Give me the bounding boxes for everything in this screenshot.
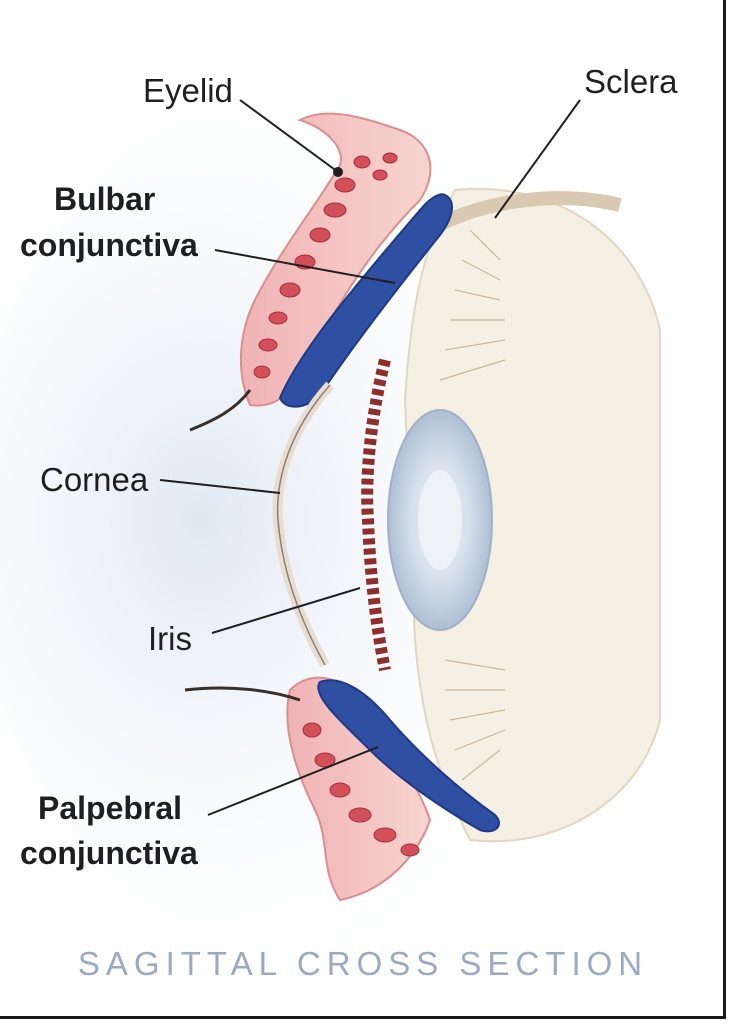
upper-meibomian-glands xyxy=(253,152,398,379)
iris-shape xyxy=(361,358,391,672)
leader-lines xyxy=(159,99,581,816)
palpebral-conjunctiva-label-line1: Palpebral xyxy=(38,790,183,826)
palpebral-conjunctiva-leader xyxy=(207,746,379,816)
upper-eyelash xyxy=(189,389,252,432)
palpebral-conjunctiva-label-line2: conjunctiva xyxy=(20,835,198,871)
sclera-shape xyxy=(403,187,661,843)
upper-conjunctiva-band xyxy=(278,193,453,408)
lower-conjunctiva-band xyxy=(317,679,500,833)
cornea-label: Cornea xyxy=(40,461,149,498)
bulbar-conjunctiva-label-line1: Bulbar xyxy=(54,181,156,217)
cornea-leader xyxy=(159,479,281,494)
lower-meibomian-glands xyxy=(302,722,420,857)
lower-eyelash xyxy=(184,686,301,702)
eyelid-label: Eyelid xyxy=(143,72,233,109)
iris-label: Iris xyxy=(148,620,192,657)
eyelid-leader xyxy=(239,99,339,173)
figure-caption: SAGITTAL CROSS SECTION xyxy=(77,945,649,982)
sclera-label: Sclera xyxy=(584,63,678,100)
bulbar-conjunctiva-label-line2: conjunctiva xyxy=(20,227,198,263)
ciliary-fibers xyxy=(439,229,506,781)
iris-leader xyxy=(211,587,361,634)
sclera-leader xyxy=(494,99,581,219)
bulbar-conjunctiva-leader xyxy=(214,249,396,284)
